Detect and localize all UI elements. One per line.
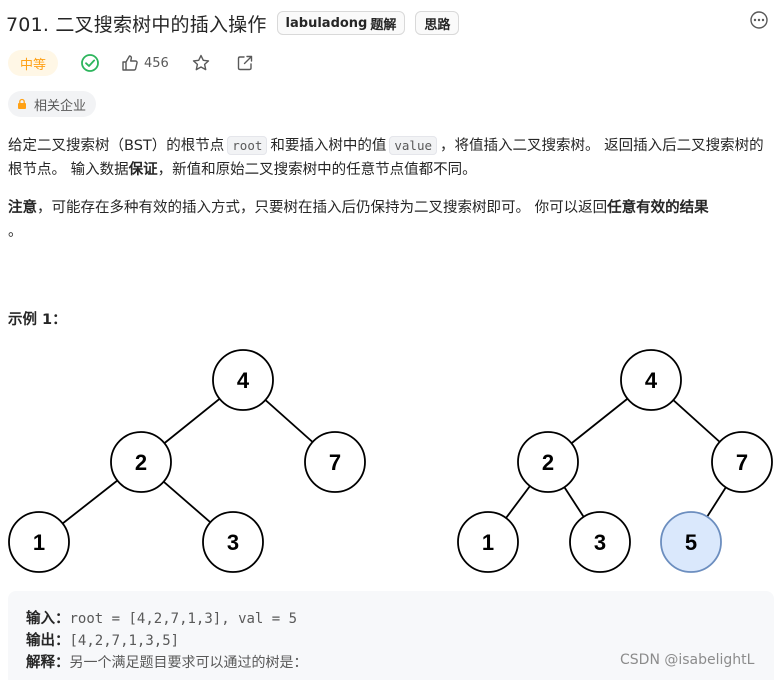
example-output-line: 输出：[4,2,7,1,3,5]: [26, 630, 756, 652]
title-row: 701. 二叉搜索树中的插入操作 labuladong 题解 思路: [6, 8, 460, 38]
solution-tag-suffix: 题解: [370, 17, 397, 33]
tree-node: 1: [8, 511, 70, 573]
tree-node-label: 3: [227, 530, 239, 555]
input-value: root = [4,2,7,1,3], val = 5: [69, 611, 298, 627]
tree-node: 2: [517, 431, 579, 493]
solution-tag-author: labuladong: [285, 15, 368, 31]
tree-node-label: 1: [482, 530, 494, 555]
tree-node-label: 1: [33, 530, 45, 555]
thinking-tag[interactable]: 思路: [415, 11, 460, 35]
tree-node: 3: [202, 511, 264, 573]
example-explain-line: 解释：另一个满足题目要求可以通过的树是：: [26, 652, 756, 674]
meta-row: 中等 456: [8, 49, 255, 77]
difficulty-badge: 中等: [8, 50, 59, 76]
example-box: 输入：root = [4,2,7,1,3], val = 5 输出：[4,2,7…: [8, 591, 774, 680]
inserted-tree-node: 5: [660, 511, 722, 573]
description-paragraph-2: 注意，可能存在多种有效的插入方式，只要树在插入后仍保持为二叉搜索树即可。 你可以…: [8, 200, 709, 240]
tree-node-label: 2: [135, 450, 147, 475]
code-value: value: [389, 136, 438, 155]
thumbs-up-icon: [122, 55, 138, 71]
solved-check-icon: [80, 53, 100, 73]
tree-node-label: 4: [237, 368, 250, 393]
output-value: [4,2,7,1,3,5]: [69, 633, 180, 649]
tree-node-label: 5: [685, 530, 697, 555]
tree-node: 1: [457, 511, 519, 573]
left-tree-edges: [38, 379, 336, 543]
related-companies-chip[interactable]: 相关企业: [8, 91, 97, 117]
like-button[interactable]: 456: [120, 53, 169, 73]
tree-node-label: 4: [645, 368, 658, 393]
like-count: 456: [144, 55, 169, 71]
lock-icon: [18, 98, 26, 109]
share-icon[interactable]: [235, 53, 255, 73]
related-companies-label: 相关企业: [34, 98, 87, 114]
tree-node-label: 2: [542, 450, 554, 475]
tree-node-label: 3: [594, 530, 606, 555]
problem-title: 701. 二叉搜索树中的插入操作: [6, 13, 267, 36]
tree-node: 4: [620, 349, 682, 411]
example-input-line: 输入：root = [4,2,7,1,3], val = 5: [26, 608, 756, 630]
tree-diagrams: 4 2 7 1 3 4 2 7: [8, 349, 773, 573]
output-label: 输出：: [26, 633, 70, 649]
star-icon[interactable]: [191, 53, 211, 73]
explain-label: 解释：: [26, 655, 70, 671]
tree-node: 3: [569, 511, 631, 573]
more-options-icon[interactable]: [749, 10, 769, 30]
input-label: 输入：: [26, 611, 70, 627]
tree-node: 4: [212, 349, 274, 411]
solution-tag[interactable]: labuladong 题解: [276, 11, 406, 35]
tree-node: 7: [304, 431, 366, 493]
code-root: root: [227, 136, 268, 155]
tree-node-label: 7: [329, 450, 341, 475]
tree-node-label: 7: [736, 450, 748, 475]
watermark: CSDN @isabelightL: [620, 652, 755, 668]
tree-node: 2: [110, 431, 172, 493]
tree-node: 7: [711, 431, 773, 493]
explain-value: 另一个满足题目要求可以通过的树是：: [69, 655, 308, 671]
example-title: 示例 1：: [8, 312, 67, 328]
